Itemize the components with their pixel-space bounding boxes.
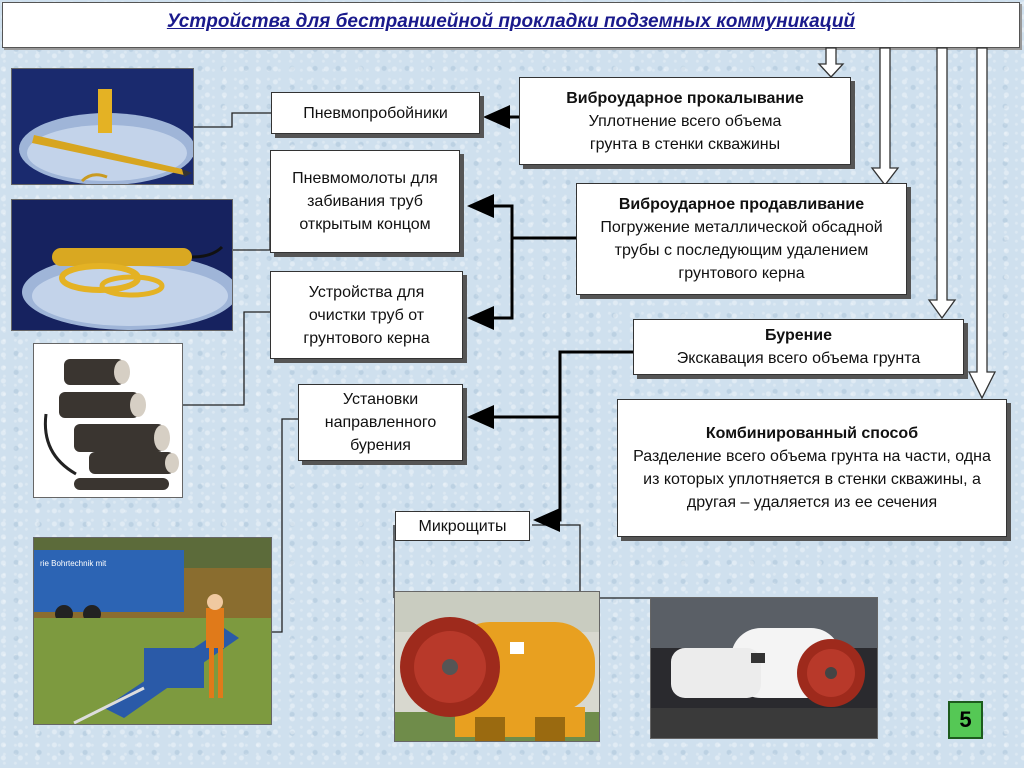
pneumo-piercer-illustration bbox=[19, 89, 193, 184]
device-directional-drilling-label: Установки направленного бурения bbox=[324, 391, 437, 454]
device-pipe-cleaners: Устройства для очистки труб от грунтовог… bbox=[270, 271, 463, 359]
device-pneumo-hammers: Пневмомолоты для забивания труб открытым… bbox=[270, 150, 460, 253]
method-vibro-push-text: Погружение металлической обсадной трубы … bbox=[600, 219, 883, 282]
method-vibro-pierce: Виброударное прокалывание Уплотнение все… bbox=[519, 77, 851, 165]
pneumo-hammer-photo bbox=[11, 199, 233, 331]
method-arrows bbox=[467, 105, 633, 532]
directional-drilling-illustration: rie Bohrtechnik mit bbox=[34, 538, 271, 724]
title-down-arrows bbox=[817, 47, 997, 400]
title-bar: Устройства для бестраншейной прокладки п… bbox=[2, 2, 1020, 48]
microshield-photo-1 bbox=[394, 591, 600, 742]
directional-drilling-photo: rie Bohrtechnik mit bbox=[33, 537, 272, 725]
device-directional-drilling: Установки направленного бурения bbox=[298, 384, 463, 461]
pipe-cleaner-illustration bbox=[43, 359, 179, 490]
slide-number: 5 bbox=[959, 707, 972, 732]
method-vibro-push: Виброударное продавливание Погружение ме… bbox=[576, 183, 907, 295]
method-drilling-title: Бурение bbox=[764, 327, 833, 344]
method-combined: Комбинированный способ Разделение всего … bbox=[617, 399, 1007, 537]
method-vibro-push-title: Виброударное продавливание bbox=[618, 196, 865, 213]
device-pneumo-hammers-label: Пневмомолоты для забивания труб открытым… bbox=[292, 170, 438, 233]
device-pneumo-piercers-label: Пневмопробойники bbox=[303, 104, 448, 122]
page-title: Устройства для бестраншейной прокладки п… bbox=[166, 11, 856, 32]
pneumo-hammer-illustration bbox=[22, 245, 232, 330]
method-combined-title: Комбинированный способ bbox=[705, 425, 919, 442]
svg-text:rie Bohrtechnik mit: rie Bohrtechnik mit bbox=[40, 559, 107, 568]
microshield-photo-2 bbox=[650, 597, 878, 739]
method-vibro-pierce-text: Уплотнение всего объема грунта в стенки … bbox=[588, 112, 782, 153]
method-drilling: Бурение Экскавация всего объема грунта bbox=[633, 319, 964, 375]
microshield-2-illustration bbox=[651, 598, 877, 738]
microshield-1-illustration bbox=[395, 592, 599, 741]
device-pipe-cleaners-label: Устройства для очистки труб от грунтовог… bbox=[303, 283, 430, 347]
method-combined-text: Разделение всего объема грунта на части,… bbox=[633, 448, 991, 511]
device-microshields-label: Микрощиты bbox=[418, 517, 507, 535]
pneumo-piercer-photo bbox=[11, 68, 194, 185]
device-pneumo-piercers: Пневмопробойники bbox=[271, 92, 480, 134]
device-microshields: Микрощиты bbox=[395, 511, 530, 541]
slide-number-badge: 5 bbox=[948, 701, 983, 739]
method-drilling-text: Экскавация всего объема грунта bbox=[676, 350, 921, 367]
method-vibro-pierce-title: Виброударное прокалывание bbox=[566, 89, 804, 107]
pipe-cleaner-photo bbox=[33, 343, 183, 498]
